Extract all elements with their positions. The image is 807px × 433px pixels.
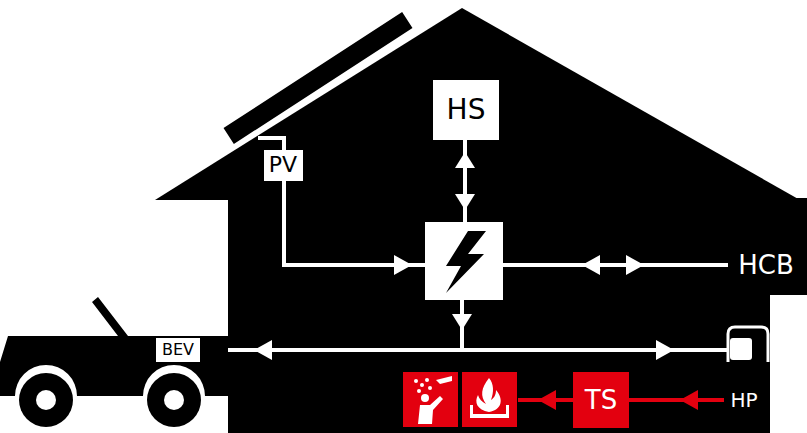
person-head	[421, 394, 429, 402]
water-drop	[420, 383, 424, 387]
thermal-storage-box: TS	[573, 372, 629, 428]
arrow-head	[680, 390, 698, 410]
heater-bar	[470, 405, 473, 418]
person-body	[418, 396, 443, 424]
arrow-head	[452, 314, 472, 330]
lightning-symbol	[446, 231, 486, 293]
car-wheel	[19, 373, 73, 427]
node-text: HCB	[738, 251, 794, 280]
water-drop	[425, 378, 429, 382]
power-wire	[503, 263, 730, 267]
node-text: PV	[269, 153, 297, 177]
arrow-head	[455, 152, 475, 168]
ev-box: BEV	[156, 338, 200, 362]
panel-mount	[258, 136, 286, 140]
storage-box: HS	[433, 80, 499, 140]
wheel-hub	[36, 390, 56, 410]
heater-bar	[470, 414, 509, 418]
inverter-box	[425, 222, 503, 300]
arrow-head	[626, 255, 644, 275]
power-wire	[284, 178, 426, 265]
solar-panel-body	[221, 10, 414, 146]
wheel-hub	[164, 390, 184, 410]
node-text: BEV	[162, 341, 194, 359]
arrow-head	[254, 340, 272, 360]
power-bus	[196, 348, 728, 352]
component-label: HP	[730, 389, 757, 411]
solar-panel	[221, 10, 414, 146]
socket-box	[730, 338, 752, 360]
pv-box: PV	[264, 150, 303, 181]
arrow-head	[656, 340, 674, 360]
car-wheel	[147, 373, 201, 427]
shower-icon	[403, 372, 458, 427]
water-drop	[414, 379, 418, 383]
socket-outline	[728, 327, 768, 362]
shower-symbol	[414, 376, 452, 424]
water-drop	[417, 389, 421, 393]
arrow-head	[455, 194, 475, 210]
arrow-head	[538, 390, 556, 410]
heating-icon	[462, 372, 517, 427]
flame	[476, 378, 500, 412]
arrow-head	[394, 255, 412, 275]
house-body	[228, 196, 770, 433]
arrow-head	[582, 255, 600, 275]
house-roof	[155, 8, 800, 200]
fire-symbol	[470, 378, 509, 418]
shower-head	[436, 376, 452, 384]
water-drop	[428, 386, 432, 390]
node-text: TS	[585, 386, 617, 415]
node-text: HS	[447, 95, 486, 126]
house-annex	[722, 198, 807, 295]
heater-bar	[506, 405, 509, 418]
grid-box: HCB	[728, 246, 804, 284]
